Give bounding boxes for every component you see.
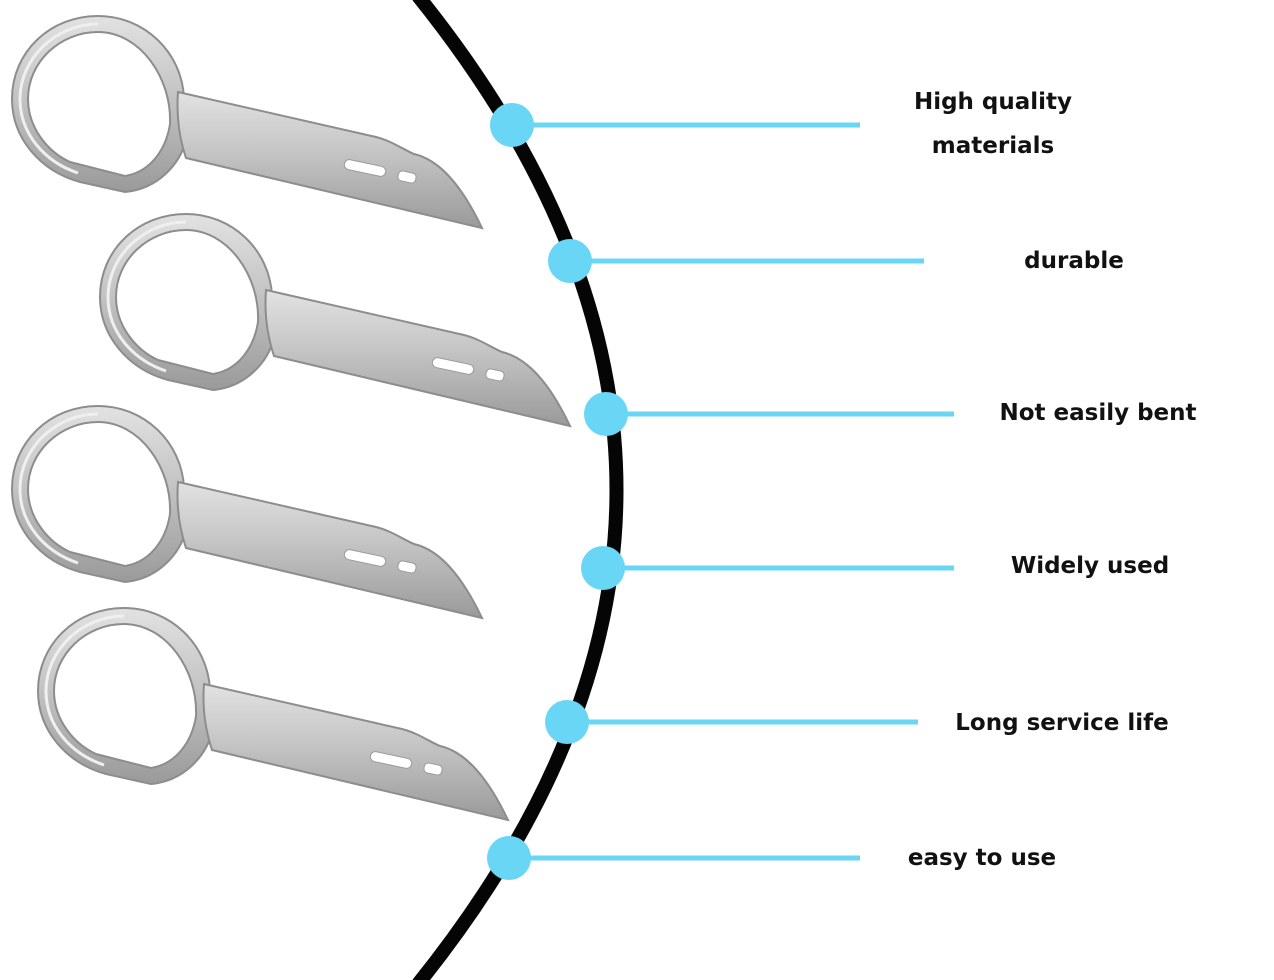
feature-label-long-service-life: Long service life: [955, 710, 1169, 736]
feature-dot-4: [545, 700, 589, 744]
feature-label-not-easily-bent: Not easily bent: [999, 400, 1197, 426]
feature-dot-1: [548, 239, 592, 283]
feature-label-easy-to-use: easy to use: [907, 845, 1057, 871]
feature-dot-5: [487, 836, 531, 880]
trim-removal-tool-3: [10, 404, 484, 620]
trim-removal-tool-4: [36, 606, 510, 822]
divider-arc: [412, 0, 624, 980]
trim-removal-tool-2: [98, 212, 572, 428]
feature-label-durable: durable: [1024, 248, 1124, 274]
feature-label-widely-used: Widely used: [1010, 553, 1170, 579]
feature-dot-0: [490, 103, 534, 147]
feature-dot-2: [584, 392, 628, 436]
feature-label-high-quality-materials: High quality materials: [913, 89, 1073, 159]
feature-dot-3: [581, 546, 625, 590]
trim-removal-tool-1: [10, 14, 484, 230]
